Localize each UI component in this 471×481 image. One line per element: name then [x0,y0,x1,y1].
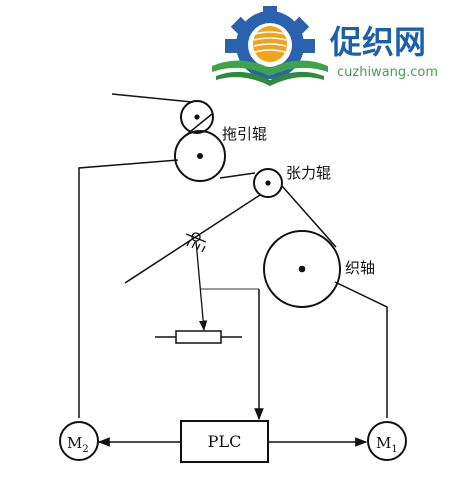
motor-m1: M1 [367,421,407,461]
motor-m2-sub: 2 [82,444,88,455]
tension-roller [253,168,283,198]
plc-block: PLC [180,420,269,463]
feedback-line [201,288,264,421]
plc-label: PLC [208,432,242,451]
pull-roller-top [180,100,214,134]
potentiometer [155,330,242,344]
svg-text:M1: M1 [376,434,398,455]
svg-text:M2: M2 [67,434,89,455]
fabric-roll-label: 织轴 [345,259,375,277]
motor-m2-main: M [67,434,82,452]
watermark-logo: 促织网 cuzhiwang.com [212,6,438,86]
brand-domain: cuzhiwang.com [337,65,438,80]
motor-m2: M2 [59,421,99,461]
drive-lines [78,159,388,418]
book-icon [212,60,328,86]
fabric-path [111,93,337,284]
brand-name: 促织网 [329,23,426,61]
motor-m1-main: M [376,434,391,452]
sensor-pivot [185,232,208,332]
spool-icon [253,26,287,62]
fabric-roll [263,230,341,308]
pull-roller-label: 拖引辊 [222,125,267,143]
motor-m1-sub: 1 [391,444,397,455]
tension-roller-label: 张力辊 [286,164,331,182]
pull-roller-bottom [174,130,226,182]
